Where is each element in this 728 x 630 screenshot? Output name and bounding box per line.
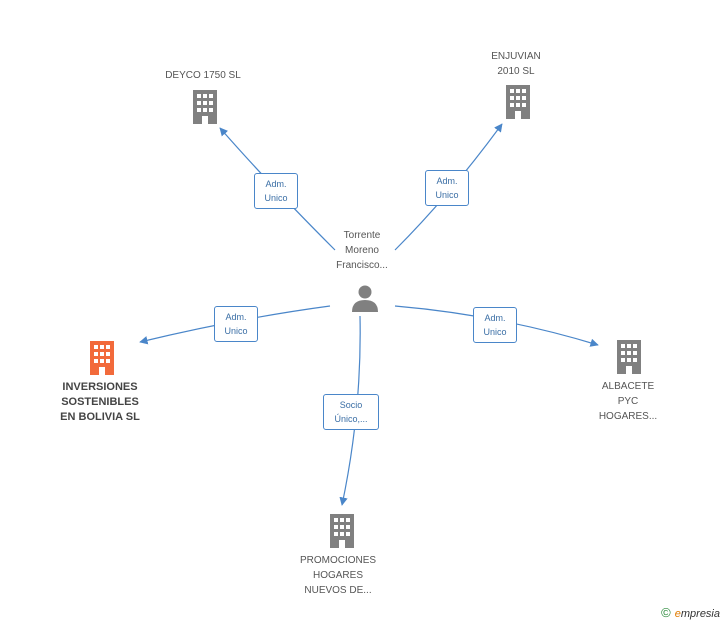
brand-letter: e <box>674 608 681 620</box>
node-label-line: EN BOLIVIA SL <box>60 411 140 423</box>
edge-label-promociones[interactable]: Socio Único,... <box>323 394 379 430</box>
node-enjuvian-label[interactable]: ENJUVIAN 2010 SL <box>466 49 566 79</box>
building-icon[interactable] <box>503 85 533 119</box>
center-label-line: Torrente <box>343 230 381 241</box>
building-icon[interactable] <box>614 340 644 374</box>
node-label-line: NUEVOS DE... <box>304 585 372 596</box>
edge-label-line: Unico <box>264 193 288 203</box>
node-label-line: PROMOCIONES <box>299 555 377 566</box>
edge-label-line: Único,... <box>334 414 368 424</box>
center-label-line: Francisco... <box>336 260 388 271</box>
node-label-line: ENJUVIAN <box>491 51 541 62</box>
building-icon-focus[interactable] <box>87 341 117 375</box>
node-deyco-label[interactable]: DEYCO 1750 SL <box>153 68 253 83</box>
edge-label-line: Socio <box>339 400 363 410</box>
edge-label-line: Unico <box>483 327 507 337</box>
node-label-line: PYC <box>617 396 639 407</box>
footer-brand[interactable]: ©empresia <box>661 605 720 620</box>
edge-label-line: Adm. <box>225 312 247 322</box>
node-label-line: 2010 SL <box>497 66 535 77</box>
building-icon[interactable] <box>190 90 220 124</box>
node-promociones-label[interactable]: PROMOCIONES HOGARES NUEVOS DE... <box>288 553 388 598</box>
building-icon[interactable] <box>327 514 357 548</box>
edge-label-deyco[interactable]: Adm. Unico <box>254 173 298 209</box>
node-label-line: HOGARES... <box>598 411 658 422</box>
person-icon[interactable] <box>350 284 380 312</box>
edge-label-line: Unico <box>435 190 459 200</box>
node-label-line: ALBACETE <box>601 381 655 392</box>
center-person-label[interactable]: Torrente Moreno Francisco... <box>320 228 404 273</box>
node-albacete-label[interactable]: ALBACETE PYC HOGARES... <box>578 379 678 424</box>
center-label-line: Moreno <box>345 245 379 256</box>
edge-label-line: Adm. <box>484 313 506 323</box>
node-label-line: SOSTENIBLES <box>61 396 139 408</box>
node-label-line: HOGARES <box>312 570 363 581</box>
node-label-line: INVERSIONES <box>62 381 138 393</box>
copyright-icon: © <box>661 605 671 620</box>
edge-label-line: Adm. <box>265 179 287 189</box>
node-label-line: DEYCO 1750 SL <box>165 70 241 81</box>
edge-label-line: Adm. <box>436 176 458 186</box>
edge-label-inversiones[interactable]: Adm. Unico <box>214 306 258 342</box>
edge-label-albacete[interactable]: Adm. Unico <box>473 307 517 343</box>
node-inversiones-label[interactable]: INVERSIONES SOSTENIBLES EN BOLIVIA SL <box>44 380 156 425</box>
brand-logo: empresia <box>675 608 720 620</box>
edge-label-enjuvian[interactable]: Adm. Unico <box>425 170 469 206</box>
edge-label-line: Unico <box>224 326 248 336</box>
brand-name: mpresia <box>680 608 720 620</box>
